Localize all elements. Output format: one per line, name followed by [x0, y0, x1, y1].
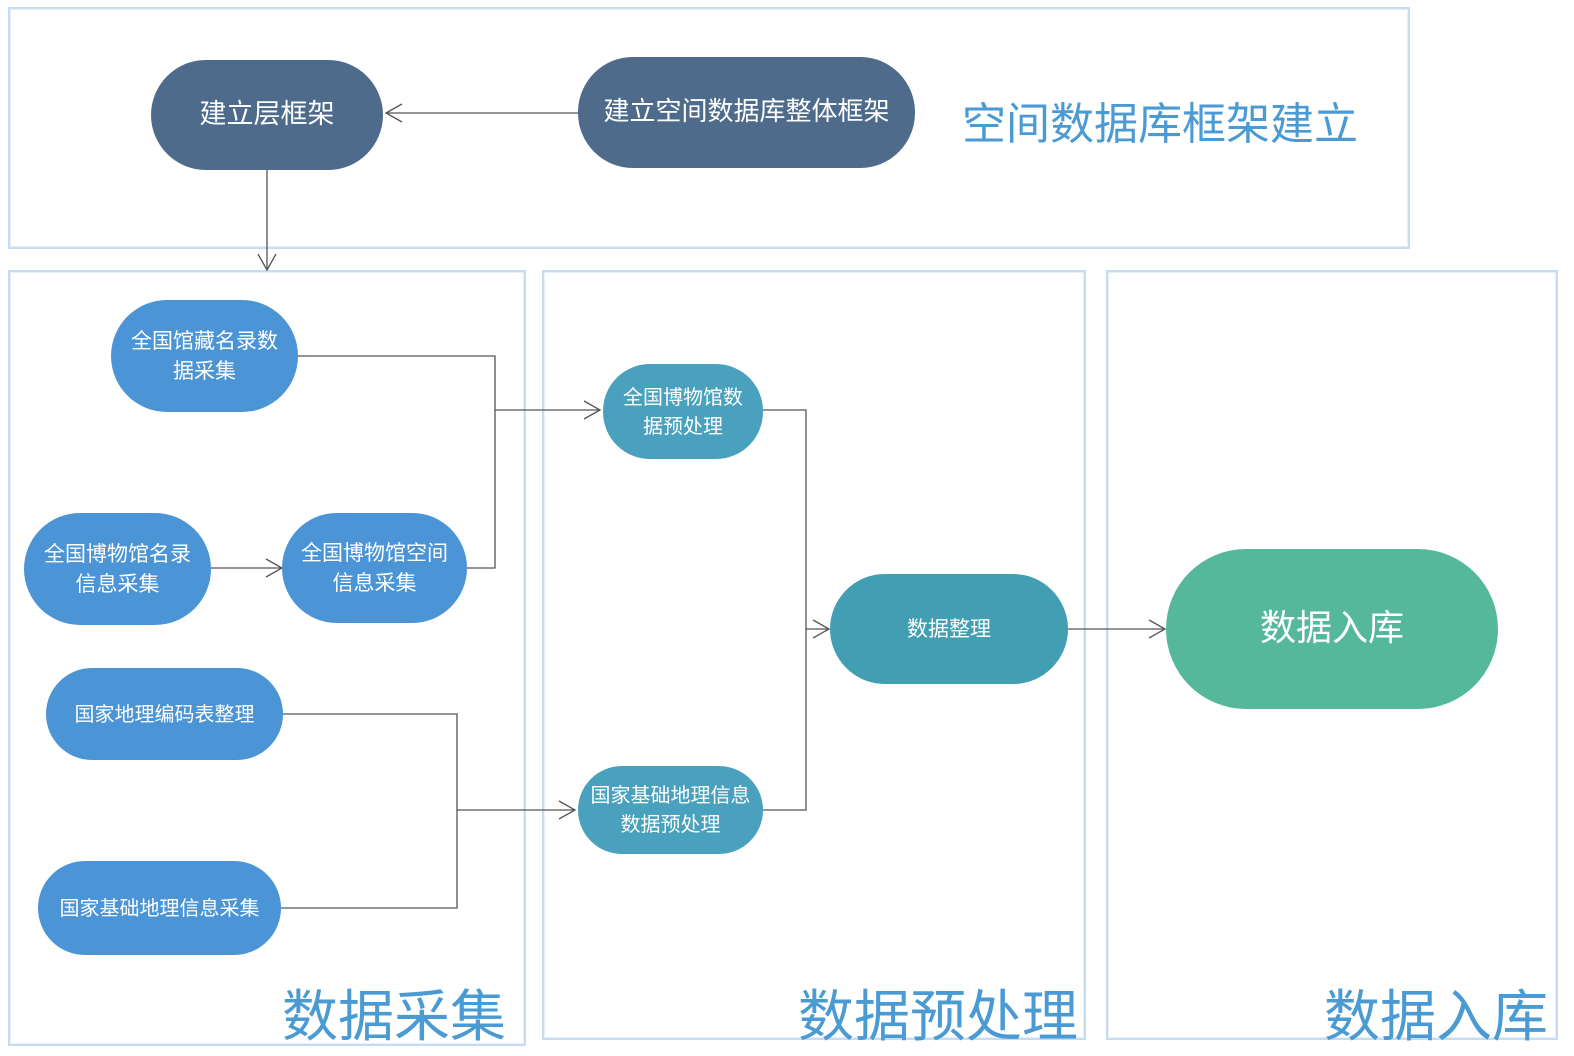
arrowhead-collection	[257, 253, 277, 272]
node-data-storage-label: 数据入库	[1259, 607, 1404, 649]
node-data-organize[interactable]: 数据整理	[830, 574, 1068, 684]
arrowhead-layer	[384, 103, 403, 123]
node-museum-list-collect[interactable]: 全国博物馆名录信息采集	[24, 513, 211, 625]
node-build-overall-frame[interactable]: 建立空间数据库整体框架	[578, 57, 915, 168]
node-museum-list-collect-label: 全国博物馆名录信息采集	[44, 541, 191, 596]
connector-museum-to-organize	[763, 409, 829, 630]
node-museum-preprocess-label: 全国博物馆数据预处理	[623, 384, 743, 438]
node-geo-code-table[interactable]: 国家地理编码表整理	[46, 668, 283, 760]
node-museum-spatial-collect[interactable]: 全国博物馆空间信息采集	[282, 513, 467, 623]
node-build-layer-frame-label: 建立层框架	[199, 99, 335, 131]
node-museum-spatial-collect-label: 全国博物馆空间信息采集	[301, 540, 448, 595]
connector-geo-to-organize	[763, 629, 807, 811]
connector-spatial-to-preprocess	[467, 410, 496, 569]
node-museum-preprocess[interactable]: 全国博物馆数据预处理	[603, 364, 763, 459]
connector-basicgeo-to-preprocess	[281, 810, 458, 909]
connector-geocode-to-preprocess	[283, 713, 575, 811]
node-build-overall-frame-label: 建立空间数据库整体框架	[603, 96, 890, 127]
panel-title-framework: 空间数据库框架建立	[962, 99, 1358, 150]
panel-preprocessing	[542, 270, 1086, 1040]
panel-framework	[8, 7, 1410, 249]
arrowhead-organize	[812, 619, 831, 639]
panel-title-collection: 数据采集	[282, 985, 506, 1050]
arrowhead-storage	[1148, 619, 1167, 639]
node-catalog-collect-label: 全国馆藏名录数据采集	[131, 328, 278, 383]
node-data-organize-label: 数据整理	[907, 616, 991, 641]
arrowhead-geo-preprocess	[558, 800, 577, 820]
node-geo-code-table-label: 国家地理编码表整理	[74, 701, 255, 726]
panel-title-storage: 数据入库	[1324, 985, 1548, 1050]
node-basic-geo-collect[interactable]: 国家基础地理信息采集	[38, 861, 281, 955]
panel-storage	[1106, 270, 1558, 1040]
node-build-layer-frame[interactable]: 建立层框架	[151, 60, 383, 170]
node-data-storage[interactable]: 数据入库	[1166, 549, 1498, 709]
panel-title-preprocessing: 数据预处理	[798, 985, 1078, 1050]
connector-catalog-to-preprocess	[298, 355, 600, 411]
node-basic-geo-collect-label: 国家基础地理信息采集	[59, 895, 260, 920]
node-basic-geo-preprocess[interactable]: 国家基础地理信息数据预处理	[578, 766, 763, 854]
arrowhead-museum-preprocess	[583, 400, 602, 420]
node-basic-geo-preprocess-label: 国家基础地理信息数据预处理	[590, 783, 751, 836]
node-catalog-collect[interactable]: 全国馆藏名录数据采集	[111, 300, 298, 412]
